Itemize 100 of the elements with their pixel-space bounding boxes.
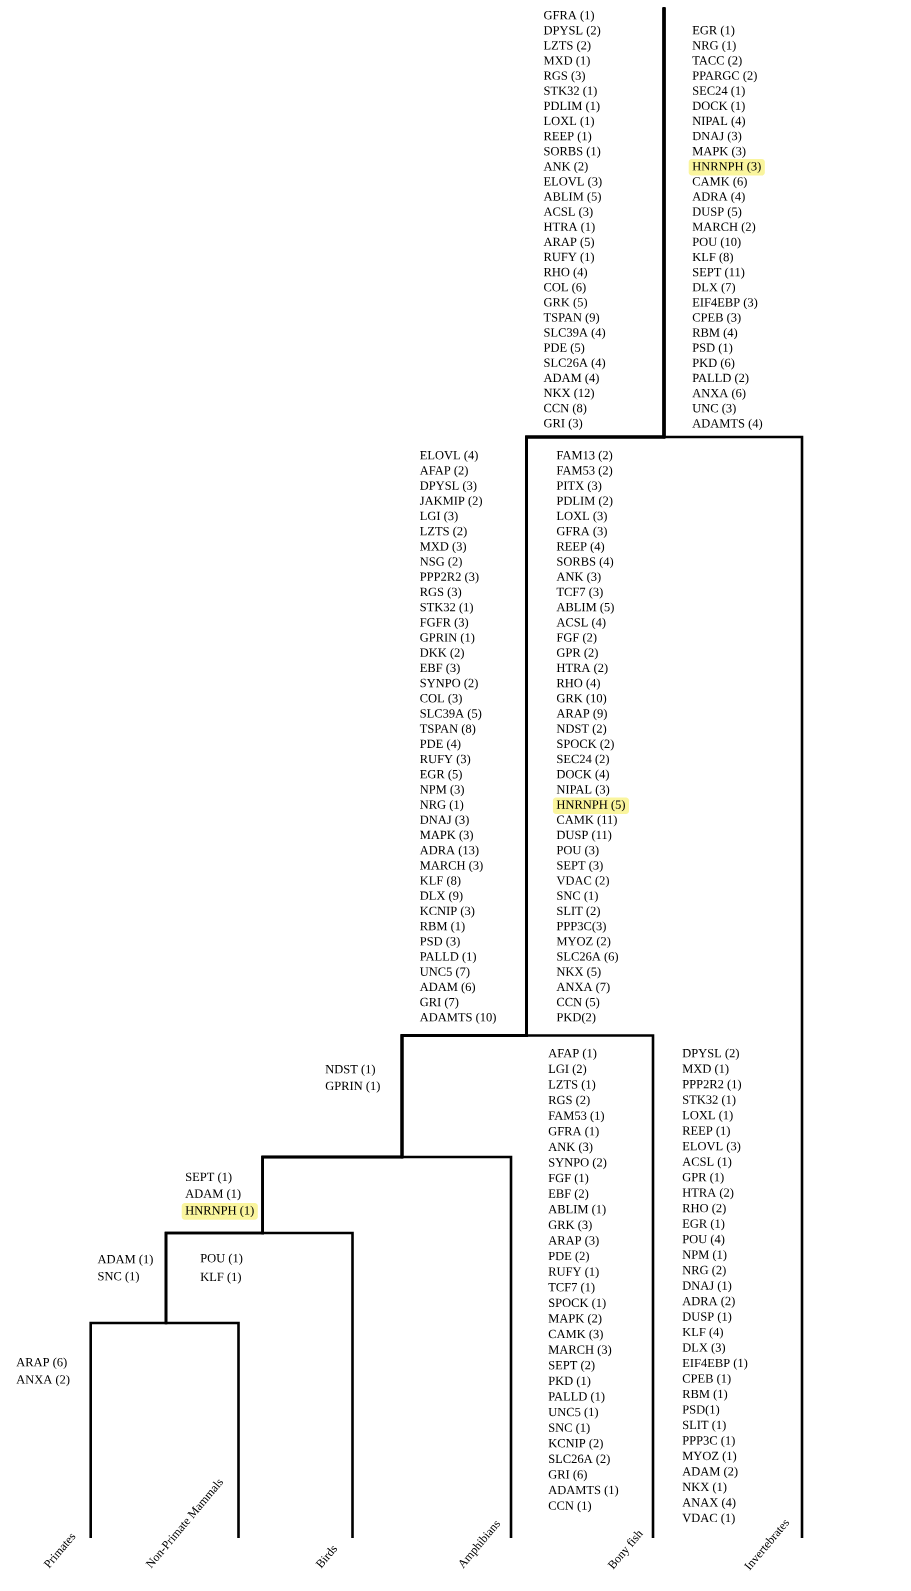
gene-label: ANAX (4) <box>682 1497 736 1510</box>
gene-label: KLF (1) <box>200 1272 241 1284</box>
gene-label: SEC24 (1) <box>693 86 745 98</box>
gene-label: UNC5 (1) <box>548 1407 598 1419</box>
gene-label: AFAP (1) <box>548 1048 597 1060</box>
gene-label: SLIT (2) <box>557 906 600 918</box>
gene-label: LGI (2) <box>548 1064 587 1076</box>
gene-label: GFRA (1) <box>548 1126 599 1138</box>
highlighted-gene-label: HNRNPH (5) <box>552 797 629 814</box>
gene-label: GRI (7) <box>420 997 459 1009</box>
gene-label: FGF (1) <box>548 1173 589 1185</box>
gene-label: ADAMTS (1) <box>548 1485 619 1497</box>
gene-label: JAKMIP (2) <box>419 496 482 508</box>
gene-label: DPYSL (3) <box>420 481 477 493</box>
gene-label: NIPAL (4) <box>692 116 745 128</box>
gene-label: POU (1) <box>200 1253 243 1265</box>
gene-label: GRK (5) <box>544 297 588 310</box>
gene-label: POU (10) <box>692 237 741 249</box>
gene-label: KCNIP (3) <box>420 906 475 918</box>
gene-label: DUSP (11) <box>556 830 612 842</box>
gene-label: CPEB (1) <box>682 1373 731 1386</box>
gene-label: GRI (6) <box>548 1469 587 1482</box>
gene-label: PKD(2) <box>556 1012 596 1024</box>
gene-label: LOXL (1) <box>682 1110 733 1122</box>
gene-label: GPR (1) <box>682 1172 724 1184</box>
gene-label: CAMK (3) <box>548 1329 603 1341</box>
gene-label: LGI (3) <box>420 511 458 523</box>
gene-label: ABLIM (5) <box>543 191 601 204</box>
gene-label: SYNPO (2) <box>549 1157 607 1170</box>
gene-label: ADRA (13) <box>419 845 479 857</box>
gene-label: ELOVL (3) <box>682 1141 741 1153</box>
gene-label: RBM (1) <box>682 1389 728 1401</box>
gene-label: RBM (4) <box>692 328 738 340</box>
gene-label: VDAC (1) <box>682 1513 735 1525</box>
gene-label: EGR (1) <box>682 1219 725 1231</box>
gene-label: ADAM (6) <box>419 982 476 994</box>
gene-label: PPARGC (2) <box>692 70 757 83</box>
gene-label: SPOCK (2) <box>557 739 614 751</box>
gene-label: SLC26A (4) <box>544 358 606 370</box>
gene-label: UNC5 (7) <box>419 967 470 979</box>
gene-label: RHO (2) <box>682 1203 726 1215</box>
gene-label: ELOVL (4) <box>420 450 478 462</box>
gene-label: DUSP (1) <box>682 1311 732 1324</box>
gene-label: ANK (3) <box>548 1142 593 1154</box>
gene-label: ACSL (1) <box>682 1157 732 1169</box>
gene-label: GRK (3) <box>548 1220 592 1232</box>
gene-label: ADRA (4) <box>692 191 745 204</box>
gene-label: PITX (3) <box>556 481 602 493</box>
gene-label: NKX (5) <box>556 967 601 979</box>
gene-label: ANXA (2) <box>16 1374 70 1387</box>
gene-label: CAMK (11) <box>556 815 617 827</box>
gene-label: VDAC (2) <box>556 875 609 888</box>
gene-label: CCN (8) <box>544 403 587 415</box>
gene-label: SLC26A (2) <box>549 1454 610 1466</box>
gene-label: MYOZ (2) <box>556 936 611 949</box>
gene-label: NSG (2) <box>420 556 462 569</box>
gene-label: RUFY (1) <box>548 1267 599 1279</box>
gene-label: RUFY (3) <box>420 754 471 766</box>
gene-label: DLX (7) <box>692 282 736 294</box>
gene-label: ELOVL (3) <box>543 176 602 189</box>
gene-label: SEPT (1) <box>186 1172 232 1184</box>
gene-label: HTRA (2) <box>556 663 608 675</box>
gene-label: COL (3) <box>420 693 462 705</box>
gene-label: ADRA (2) <box>682 1296 735 1308</box>
gene-label: DLX (3) <box>682 1342 726 1355</box>
gene-label: PALLD (1) <box>548 1391 605 1404</box>
gene-label: PSD(1) <box>682 1404 720 1417</box>
gene-label: PDLIM (2) <box>556 496 613 508</box>
gene-label: MAPK (3) <box>692 146 746 158</box>
gene-label: ADAM (1) <box>97 1254 153 1266</box>
gene-label: UNC (3) <box>692 403 736 415</box>
gene-label: FAM53 (2) <box>556 465 613 478</box>
gene-label: EIF4EBP (1) <box>682 1358 748 1370</box>
gene-label: TACC (2) <box>692 55 742 68</box>
gene-label: DNAJ (1) <box>682 1280 732 1293</box>
gene-label: KLF (8) <box>692 252 733 264</box>
gene-label: PDE (5) <box>543 343 585 355</box>
gene-label: DNAJ (3) <box>420 815 469 827</box>
gene-label: ABLIM (1) <box>548 1204 606 1216</box>
gene-label: MARCH (2) <box>692 222 756 234</box>
gene-label: SPOCK (1) <box>549 1298 606 1310</box>
gene-label: NPM (1) <box>682 1250 727 1262</box>
gene-label: SNC (1) <box>98 1271 139 1283</box>
gene-label: REEP (1) <box>543 131 592 143</box>
gene-label: LZTS (2) <box>543 40 591 53</box>
gene-label: HTRA (2) <box>682 1188 734 1200</box>
gene-label: ANK (2) <box>543 161 588 174</box>
gene-label: NRG (1) <box>692 40 736 53</box>
gene-label: MARCH (3) <box>420 860 483 873</box>
gene-label: REEP (4) <box>556 541 605 554</box>
gene-label: NRG (1) <box>420 800 464 812</box>
gene-label: NKX (12) <box>543 388 594 400</box>
gene-label: MXD (3) <box>420 541 466 554</box>
gene-label: ANXA (7) <box>556 982 610 994</box>
gene-label: FGFR (3) <box>420 617 469 630</box>
gene-label: PKD (6) <box>692 358 735 370</box>
gene-label: ACSL (4) <box>556 617 606 630</box>
gene-label: MAPK (3) <box>420 830 473 842</box>
gene-label: SLC39A (5) <box>420 708 482 721</box>
gene-label: GRK (10) <box>556 693 607 705</box>
